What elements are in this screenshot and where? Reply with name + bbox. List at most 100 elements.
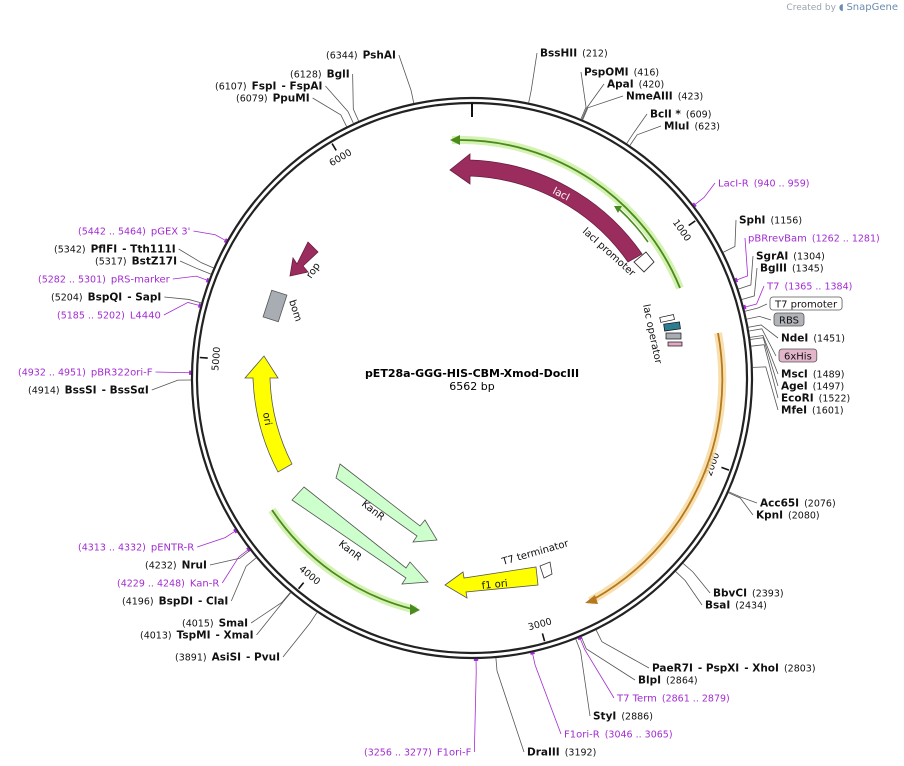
leader-draiii <box>495 657 525 753</box>
created-by-credit: Created by ◖ SnapGene <box>786 2 898 13</box>
site-text-fsp1-2: - FspAI <box>281 81 322 93</box>
site-text-t7term-1: (2861 .. 2879) <box>662 694 730 705</box>
site-label-styi: StyI(2886) <box>593 711 653 723</box>
leader-t7term <box>579 637 615 699</box>
leader-sphi <box>723 219 737 253</box>
site-text-msci-0: MscI <box>781 369 808 381</box>
site-text-bspqi-0: (5204) <box>51 293 83 304</box>
leader-mlui <box>629 125 662 146</box>
leader-t7promoter <box>744 303 768 312</box>
feature-f1ori-label: f1 ori <box>481 578 508 592</box>
created-by-text: Created by <box>786 3 836 13</box>
leader-pbrrevbam <box>735 237 749 281</box>
site-label-bspdi: (4196)BspDI- ClaI <box>122 596 228 608</box>
site-text-styi-1: (2886) <box>621 712 653 723</box>
site-text-pbrrevbam-0: pBRrevBam <box>748 234 807 245</box>
site-text-t7-1: (1365 .. 1384) <box>784 282 852 293</box>
site-label-tspmi: (4013)TspMI- XmaI <box>140 630 254 642</box>
site-text-pbrrevbam-1: (1262 .. 1281) <box>812 234 880 245</box>
site-text-sphi-1: (1156) <box>770 216 802 227</box>
leader-bsshii <box>528 52 538 103</box>
site-text-ndei-1: (1451) <box>813 334 845 345</box>
site-text-pgex3-1: pGEX 3' <box>151 227 191 238</box>
site-text-pflfi-0: (5342) <box>54 245 86 256</box>
site-text-f1ori-f-0: (3256 .. 3277) <box>364 748 432 759</box>
leader-ecori <box>751 344 779 399</box>
site-text-smai-0: (4015) <box>182 619 214 630</box>
site-text-laci-r-0: LacI-R <box>718 179 749 190</box>
leader-msci <box>749 335 779 375</box>
leader-pgex3 <box>193 230 227 242</box>
leader-bstz17i <box>179 260 212 275</box>
site-text-tspmi-2: - XmaI <box>215 630 253 642</box>
feature-box-label-6xhis: 6xHis <box>784 352 812 363</box>
site-label-prs-marker: (5282 .. 5301)pRS-marker <box>38 275 171 286</box>
site-text-fsp1-0: (6107) <box>215 82 247 93</box>
primer-mark-f1ori-r <box>530 651 535 655</box>
site-text-fsp1-1: FspI <box>252 81 277 93</box>
leader-f1ori-r <box>531 652 562 735</box>
site-label-mfei: MfeI(1601) <box>781 405 844 417</box>
site-text-bspdi-2: - ClaI <box>198 596 228 608</box>
site-label-bcli: BclI *(609) <box>650 109 711 121</box>
site-text-psha1-1: PshAI <box>363 50 396 62</box>
leader-agei <box>750 337 779 387</box>
site-text-bspdi-0: (4196) <box>122 597 154 608</box>
site-text-paer7i-2: - XhoI <box>744 663 779 675</box>
site-text-laci-r-1: (940 .. 959) <box>754 179 810 190</box>
site-label-bspqi: (5204)BspQI- SapI <box>51 292 161 304</box>
site-text-mfei-1: (1601) <box>812 406 844 417</box>
site-text-acc65i-1: (2076) <box>804 499 836 510</box>
site-label-6xhis: 6xHis <box>778 348 818 363</box>
leader-bsai <box>675 571 703 606</box>
leader-ppum1 <box>312 97 347 127</box>
tick-mark-1000 <box>688 220 696 227</box>
site-text-pspomi-0: PspOMI <box>584 67 629 79</box>
leader-prs-marker <box>172 275 209 282</box>
site-text-nrui-1: NruI <box>182 560 207 572</box>
orf-insert-line <box>593 332 724 600</box>
site-text-paer7i-0: PaeR7I <box>652 663 693 675</box>
orf-insert-glow <box>588 332 727 605</box>
site-text-blpi-0: BlpI <box>638 675 661 687</box>
site-label-kpni: KpnI(2080) <box>756 510 820 522</box>
leader-bglii <box>741 267 758 300</box>
leader-bgl1 <box>352 73 359 122</box>
tick-label-4000: 4000 <box>297 564 323 588</box>
leader-styi <box>575 638 591 717</box>
tick-label-3000: 3000 <box>527 616 553 633</box>
tick-mark-2000 <box>721 466 730 471</box>
leader-pbr322ori-f <box>155 371 192 374</box>
site-text-bcli-0: BclI * <box>650 109 681 121</box>
site-text-asisi-2: - PvuI <box>246 652 280 664</box>
site-text-ecori-0: EcoRI <box>781 393 814 405</box>
feature-laci-arrow <box>449 153 643 263</box>
leader-paer7i <box>595 629 650 669</box>
leader-6xhis <box>748 328 777 357</box>
site-text-draiii-0: DraIII <box>527 747 560 759</box>
site-text-bspqi-2: - SapI <box>127 292 161 304</box>
feature-box-6xhis <box>778 348 818 363</box>
site-text-sgrai-0: SgrAI <box>756 251 788 263</box>
site-text-prs-marker-1: pRS-marker <box>111 275 171 286</box>
primer-mark-pgex3 <box>223 238 228 243</box>
laci-promoter-head <box>614 206 622 213</box>
leader-f1ori-f <box>473 658 477 753</box>
site-text-pgex3-0: (5442 .. 5464) <box>78 227 146 238</box>
primer-mark-prs-marker <box>205 277 210 283</box>
leader-fsp1 <box>325 85 354 124</box>
site-text-bsai-0: BsaI <box>705 600 730 612</box>
tick-label-1000: 1000 <box>670 218 693 244</box>
leader-nrui <box>209 550 251 566</box>
site-text-bsssi-0: (4914) <box>28 386 60 397</box>
site-text-pflfi-2: - Tth111I <box>122 244 176 256</box>
site-text-bgl1-0: (6128) <box>290 70 322 81</box>
tick-label-6000: 6000 <box>328 147 354 169</box>
site-text-t7-0: T7 <box>766 282 779 293</box>
site-label-acc65i: Acc65I(2076) <box>760 498 836 510</box>
snapgene-brand: SnapGene <box>846 2 898 13</box>
feature-ori-arrow <box>244 355 293 473</box>
site-text-pentr-r-0: (4313 .. 4332) <box>78 543 146 554</box>
site-label-bstz17i: (5317)BstZ17I <box>95 256 177 268</box>
site-label-sgrai: SgrAI(1304) <box>756 251 825 263</box>
